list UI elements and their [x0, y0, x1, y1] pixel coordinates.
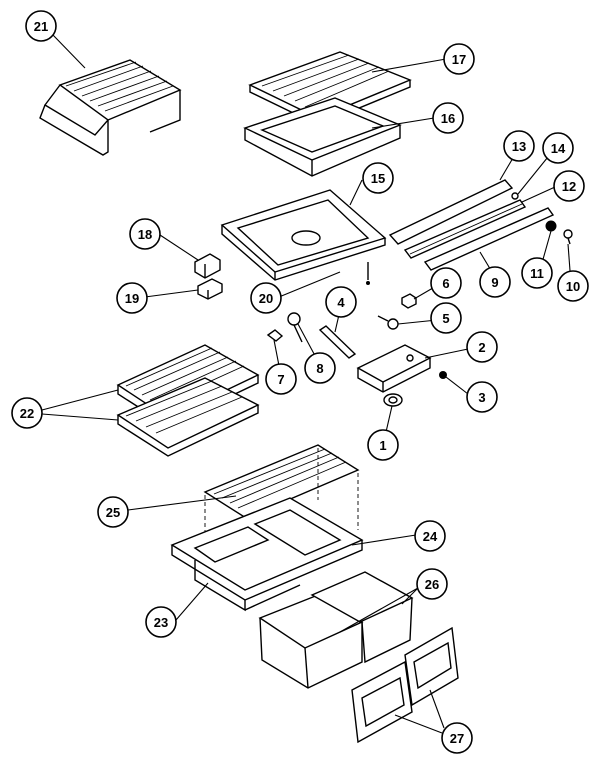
- svg-text:16: 16: [441, 111, 455, 126]
- svg-text:27: 27: [450, 731, 464, 746]
- callout-3: 3: [466, 381, 498, 413]
- part-19-clip: [197, 278, 223, 300]
- part-3-screw: [439, 371, 447, 379]
- callout-20: 20: [250, 282, 282, 314]
- callout-13: 13: [503, 130, 535, 162]
- callout-14: 14: [542, 132, 574, 164]
- svg-text:14: 14: [551, 141, 566, 156]
- part-11-fastener: [545, 220, 557, 232]
- part-27-front-left: [351, 660, 413, 744]
- callout-19: 19: [116, 282, 148, 314]
- part-1-gear: [383, 393, 403, 407]
- svg-text:20: 20: [259, 291, 273, 306]
- part-4-rod: [318, 325, 357, 359]
- svg-text:4: 4: [337, 295, 345, 310]
- part-10-screw: [563, 229, 573, 245]
- callout-27: 27: [441, 722, 473, 754]
- svg-text:24: 24: [423, 529, 438, 544]
- callout-18: 18: [129, 218, 161, 250]
- callout-23: 23: [145, 606, 177, 638]
- svg-text:18: 18: [138, 227, 152, 242]
- part-7-hinge: [266, 329, 284, 342]
- callout-25: 25: [97, 496, 129, 528]
- part-24-frame: [170, 497, 364, 601]
- part-23-rails: [194, 560, 301, 612]
- part-20-pin: [366, 262, 370, 285]
- callout-6: 6: [430, 267, 462, 299]
- callout-8: 8: [304, 352, 336, 384]
- callout-24: 24: [414, 520, 446, 552]
- callout-21: 21: [25, 10, 57, 42]
- callout-10: 10: [557, 270, 589, 302]
- part-12-rail: [403, 199, 527, 259]
- callout-17: 17: [443, 43, 475, 75]
- part-18-clip: [194, 253, 221, 279]
- part-14-screw: [511, 192, 519, 200]
- callout-1: 1: [367, 429, 399, 461]
- part-15-cover: [220, 189, 387, 281]
- svg-text:26: 26: [425, 577, 439, 592]
- svg-text:9: 9: [491, 275, 498, 290]
- callout-4: 4: [325, 286, 357, 318]
- part-21-grill: [65, 61, 174, 112]
- part-27-front-right: [404, 626, 459, 707]
- part-8-bulb: [287, 312, 303, 343]
- svg-text:3: 3: [478, 390, 485, 405]
- callout-12: 12: [553, 170, 585, 202]
- part-13-rail: [388, 179, 514, 245]
- callout-5: 5: [430, 302, 462, 334]
- callout-22: 22: [11, 397, 43, 429]
- part-26-drawer-right: [310, 571, 414, 664]
- part-25-cover-panel: [203, 444, 360, 535]
- part-9-rail: [423, 207, 555, 271]
- callout-7: 7: [265, 363, 297, 395]
- svg-text:1: 1: [379, 438, 386, 453]
- svg-text:13: 13: [512, 139, 526, 154]
- part-21-shelf: [39, 59, 182, 156]
- svg-text:23: 23: [154, 615, 168, 630]
- callout-11: 11: [521, 257, 553, 289]
- svg-text:8: 8: [316, 361, 323, 376]
- svg-text:17: 17: [452, 52, 466, 67]
- svg-text:7: 7: [277, 372, 284, 387]
- part-6-nut: [401, 293, 417, 309]
- callout-26: 26: [416, 568, 448, 600]
- svg-text:12: 12: [562, 179, 576, 194]
- svg-text:22: 22: [20, 406, 34, 421]
- part-2-housing: [356, 344, 432, 393]
- callout-9: 9: [479, 266, 511, 298]
- callout-16: 16: [432, 102, 464, 134]
- svg-text:10: 10: [566, 279, 580, 294]
- svg-text:6: 6: [442, 276, 449, 291]
- svg-text:25: 25: [106, 505, 120, 520]
- callout-2: 2: [466, 331, 498, 363]
- svg-text:11: 11: [530, 266, 544, 281]
- part-22-shelves: [116, 344, 260, 457]
- svg-text:2: 2: [478, 340, 485, 355]
- svg-text:21: 21: [34, 19, 48, 34]
- callout-15: 15: [362, 162, 394, 194]
- part-5-knob: [377, 315, 399, 330]
- svg-text:15: 15: [371, 171, 385, 186]
- svg-text:5: 5: [442, 311, 449, 326]
- svg-text:19: 19: [125, 291, 139, 306]
